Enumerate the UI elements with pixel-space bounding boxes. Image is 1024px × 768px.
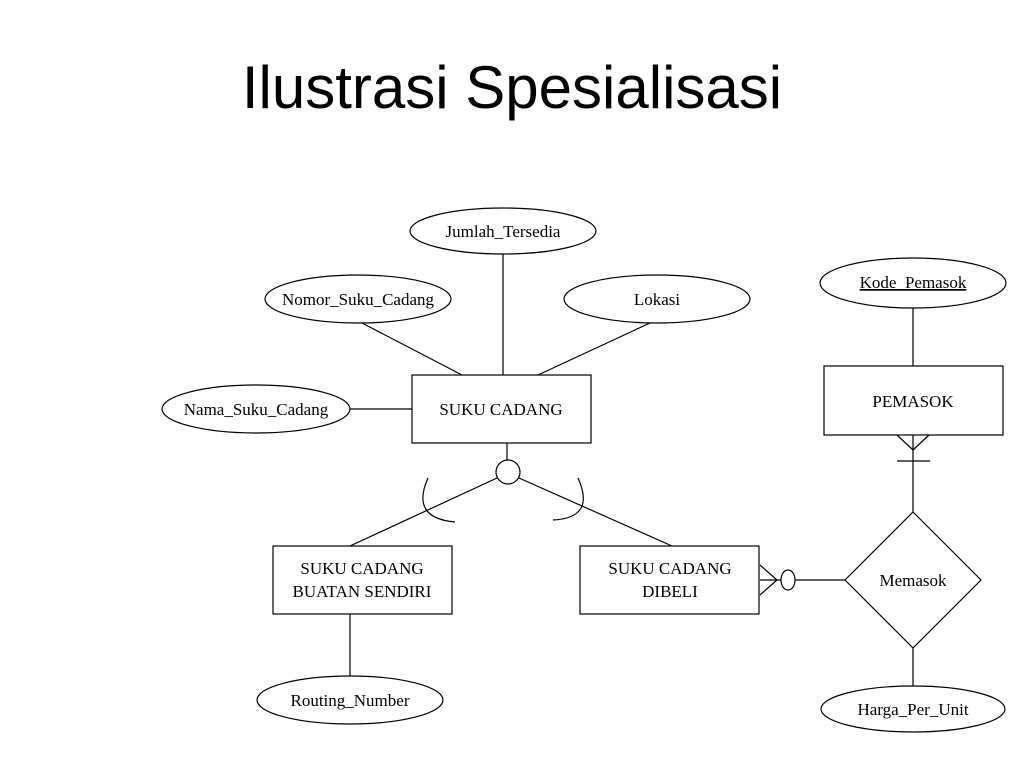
connectors xyxy=(349,254,914,686)
svg-text:Nama_Suku_Cadang: Nama_Suku_Cadang xyxy=(184,400,329,419)
line-circle-to-dibeli xyxy=(518,477,673,547)
attr-harga-per-unit: Harga_Per_Unit xyxy=(820,685,1006,733)
svg-text:SUKU CADANG: SUKU CADANG xyxy=(300,559,423,578)
slide-title: Ilustrasi Spesialisasi xyxy=(241,54,783,121)
subset-arc-left xyxy=(422,477,456,523)
attr-nomor-suku-cadang: Nomor_Suku_Cadang xyxy=(264,274,452,324)
pemasok-crowsfoot xyxy=(896,434,930,462)
attr-jumlah-tersedia: Jumlah_Tersedia xyxy=(409,207,597,255)
entity-suku-cadang-buatan-sendiri: SUKU CADANG BUATAN SENDIRI xyxy=(272,545,453,615)
svg-text:Kode_Pemasok: Kode_Pemasok xyxy=(860,273,967,292)
attr-nama-suku-cadang: Nama_Suku_Cadang xyxy=(161,384,351,434)
relationship-memasok: Memasok xyxy=(844,511,982,649)
attr-lokasi: Lokasi xyxy=(563,274,751,324)
subset-arc-right xyxy=(552,477,584,521)
entity-suku-cadang-dibeli: SUKU CADANG DIBELI xyxy=(579,545,760,615)
svg-text:Nomor_Suku_Cadang: Nomor_Suku_Cadang xyxy=(282,290,435,309)
svg-text:SUKU CADANG: SUKU CADANG xyxy=(439,400,562,419)
svg-text:Harga_Per_Unit: Harga_Per_Unit xyxy=(857,700,968,719)
svg-text:SUKU CADANG: SUKU CADANG xyxy=(608,559,731,578)
svg-text:BUATAN SENDIRI: BUATAN SENDIRI xyxy=(293,582,432,601)
line-nomor-suku-cadang xyxy=(361,322,463,376)
svg-text:Memasok: Memasok xyxy=(879,571,947,590)
line-circle-to-buatan-sendiri xyxy=(349,477,498,547)
dibeli-crowsfoot xyxy=(759,564,796,596)
entity-pemasok: PEMASOK xyxy=(823,365,1004,436)
svg-text:PEMASOK: PEMASOK xyxy=(872,392,954,411)
attr-routing-number: Routing_Number xyxy=(256,675,444,725)
svg-text:Routing_Number: Routing_Number xyxy=(291,691,410,710)
entity-suku-cadang: SUKU CADANG xyxy=(411,374,592,444)
line-lokasi xyxy=(537,322,651,376)
specialization-circle xyxy=(495,459,521,485)
svg-text:DIBELI: DIBELI xyxy=(642,582,698,601)
attr-kode-pemasok: Kode_Pemasok xyxy=(819,257,1007,309)
svg-text:Lokasi: Lokasi xyxy=(634,290,681,309)
svg-text:Jumlah_Tersedia: Jumlah_Tersedia xyxy=(446,222,561,241)
